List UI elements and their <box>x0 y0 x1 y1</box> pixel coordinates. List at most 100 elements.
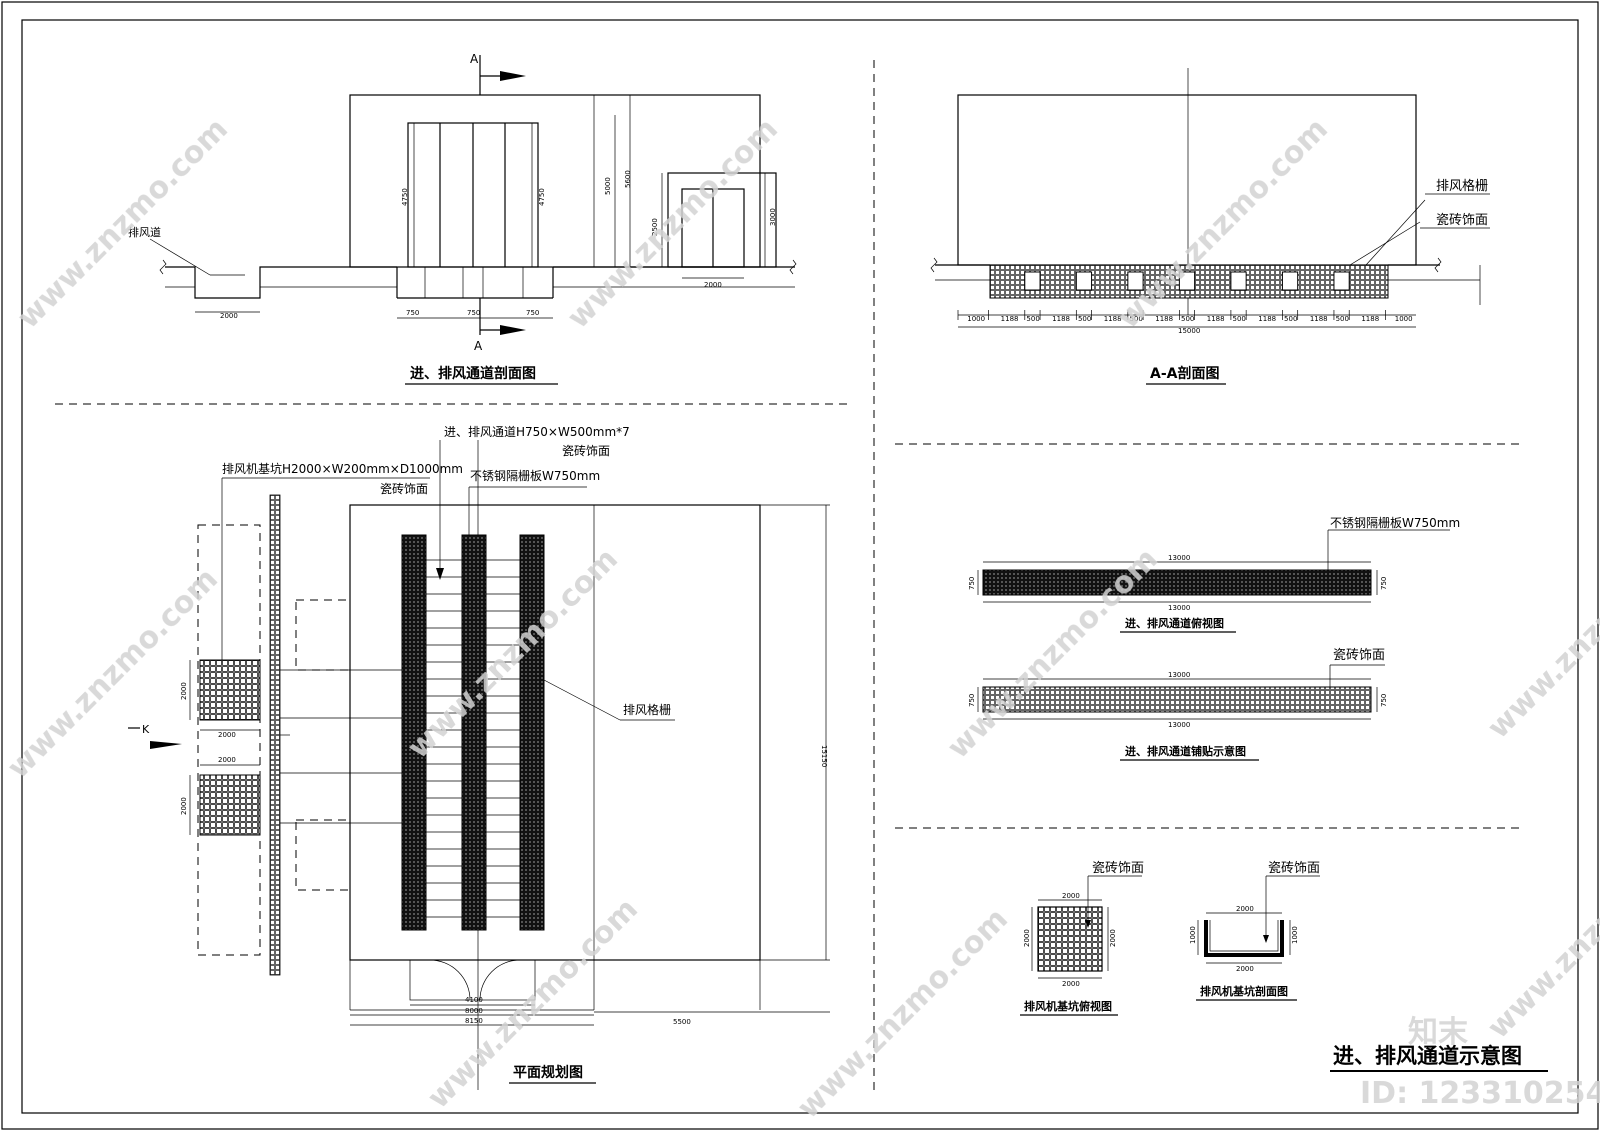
channel-top-view <box>977 529 1450 603</box>
aa-channel-opening <box>1024 271 1041 291</box>
aa-segment-label: 1188 <box>1207 315 1225 323</box>
plan-dim-5500: 5500 <box>673 1018 691 1026</box>
dim-pit-width: 2000 <box>220 312 238 320</box>
note-grille: 排风格栅 <box>623 702 671 717</box>
plan-dim-4100: 4100 <box>465 996 483 1004</box>
pit-top-h-right: 2000 <box>1109 929 1117 947</box>
plan-dim-8150: 8150 <box>465 1017 483 1025</box>
sheet-inner-frame <box>21 19 1579 1114</box>
aa-segment-label: 1188 <box>1052 315 1070 323</box>
pit-section-view <box>1197 875 1320 964</box>
watermark-site-7: www.znzmo.com <box>1481 522 1600 746</box>
aa-channel-opening <box>1333 271 1350 291</box>
dim-w2000: 2000 <box>704 281 722 289</box>
tile-view-note: 瓷砖饰面 <box>1333 648 1385 663</box>
note-steel: 不锈钢隔栅板W750mm <box>470 468 600 483</box>
top-view-h-right: 750 <box>1380 577 1388 590</box>
dim-h2500: 2500 <box>651 218 659 236</box>
pit-dim-a-w: 2000 <box>218 731 236 739</box>
steel-grille-3 <box>519 534 545 931</box>
pit-section-w-bottom: 2000 <box>1236 965 1254 973</box>
steel-grille-1 <box>401 534 427 931</box>
tile-view-h-right: 750 <box>1380 694 1388 707</box>
aa-segment-label: 500 <box>1284 315 1297 323</box>
top-view-h-left: 750 <box>968 577 976 590</box>
aa-segment-label: 1188 <box>1258 315 1276 323</box>
section-elevation <box>149 55 797 335</box>
watermark-logo: 知末 <box>1408 1015 1468 1050</box>
dim-h5600: 5600 <box>624 170 632 188</box>
pit-dim-b-w: 2000 <box>218 756 236 764</box>
pit-dim-a-h: 2000 <box>180 682 188 700</box>
aa-channel-opening <box>1281 271 1299 291</box>
aa-segment-label: 1000 <box>967 315 985 323</box>
aa-channel-opening <box>1230 271 1247 291</box>
aa-total: 15000 <box>1178 327 1200 335</box>
channel-tile-view <box>977 664 1385 720</box>
watermark-site-10: www.znzmo.com <box>1481 822 1600 1046</box>
note-pit-finish: 瓷砖饰面 <box>380 481 428 496</box>
dim-door-h1: 4750 <box>401 188 409 206</box>
pit-top-w-bottom: 2000 <box>1062 980 1080 988</box>
aa-segment-label: 1000 <box>1395 315 1413 323</box>
pit-top-title: 排风机基坑俯视图 <box>1024 999 1112 1013</box>
watermark-site-5: www.znzmo.com <box>401 542 625 766</box>
aa-segment-label: 1188 <box>1001 315 1019 323</box>
tile-view-len-top: 13000 <box>1168 671 1190 679</box>
k-label: K <box>142 723 150 736</box>
plan-dim-8000: 8000 <box>465 1007 483 1015</box>
pit-top-note: 瓷砖饰面 <box>1092 861 1144 876</box>
aa-label-tile: 瓷砖饰面 <box>1436 213 1488 228</box>
note-pit: 排风机基坑H2000×W200mm×D1000mm <box>222 461 463 476</box>
top-view-len-bottom: 13000 <box>1168 604 1190 612</box>
aa-segment-label: 500 <box>1336 315 1349 323</box>
aa-segment-label: 1188 <box>1310 315 1328 323</box>
aa-segment-label: 500 <box>1129 315 1142 323</box>
section-elevation-title: 进、排风通道剖面图 <box>410 365 536 382</box>
pit-section-w-top: 2000 <box>1236 905 1254 913</box>
pit-section-title: 排风机基坑剖面图 <box>1200 984 1288 998</box>
watermark-site-9: www.znzmo.com <box>791 902 1015 1126</box>
dim-w750b: 750 <box>467 309 480 317</box>
plan-view <box>128 440 830 1090</box>
tile-view-h-left: 750 <box>968 694 976 707</box>
pit-top-h-left: 2000 <box>1023 929 1031 947</box>
section-aa <box>930 68 1481 328</box>
pit-top-view <box>1031 875 1142 979</box>
pit-section-note: 瓷砖饰面 <box>1268 861 1320 876</box>
tile-view-title: 进、排风通道铺贴示意图 <box>1125 744 1246 758</box>
aa-segment-label: 500 <box>1181 315 1194 323</box>
pit-top-w-top: 2000 <box>1062 892 1080 900</box>
cut-label-a-top: A <box>470 52 479 66</box>
pit-dim-b-h: 2000 <box>180 797 188 815</box>
aa-label-grille: 排风格栅 <box>1436 178 1488 194</box>
aa-channel-opening <box>1127 271 1144 291</box>
aa-segment-label: 500 <box>1078 315 1091 323</box>
aa-channel-opening <box>1075 271 1093 291</box>
dim-w750a: 750 <box>406 309 419 317</box>
sheet-title: 进、排风通道示意图 <box>1333 1044 1522 1068</box>
cut-label-a-bottom: A <box>474 339 483 353</box>
watermark-id: ID: 1233102545 <box>1360 1076 1600 1111</box>
aa-segment-label: 500 <box>1233 315 1246 323</box>
aa-segment-label: 1188 <box>1361 315 1379 323</box>
watermarks: www.znzmo.com www.znzmo.com www.znzmo.co… <box>1 112 1600 1126</box>
pit-section-h-right: 1000 <box>1291 926 1299 944</box>
top-view-title: 进、排风通道俯视图 <box>1125 616 1224 630</box>
pit-tile-b <box>199 774 261 836</box>
tile-view-len-bottom: 13000 <box>1168 721 1190 729</box>
section-aa-title: A-A剖面图 <box>1150 365 1219 382</box>
plan-title: 平面规划图 <box>513 1064 583 1081</box>
aa-segment-label: 1188 <box>1155 315 1173 323</box>
dim-h3000: 3000 <box>769 208 777 226</box>
watermark-site-3: www.znzmo.com <box>1111 112 1335 336</box>
watermark-site-1: www.znzmo.com <box>11 112 235 336</box>
steel-grille-2 <box>461 534 487 931</box>
dim-h5000: 5000 <box>604 177 612 195</box>
dim-door-h2: 4750 <box>538 188 546 206</box>
aa-channel-opening <box>1178 271 1196 291</box>
aa-segment-label: 500 <box>1026 315 1039 323</box>
